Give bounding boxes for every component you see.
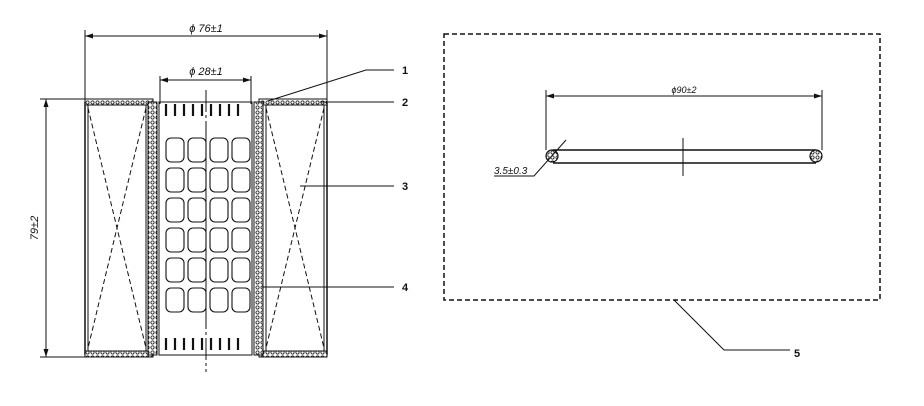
o-ring-detail-view: ϕ90±2 3.5±0.3 5 — [443, 33, 881, 360]
ring-section-right — [809, 149, 823, 163]
outer-diameter-label: ϕ 76±1 — [189, 23, 223, 35]
ring-section-dimension: 3.5±0.3 — [494, 139, 567, 177]
outer-diameter-dimension: ϕ 76±1 — [84, 23, 328, 99]
inner-diameter-label: ϕ 28±1 — [189, 66, 223, 78]
core-window — [231, 287, 251, 313]
filter-media-right — [265, 105, 325, 351]
core-window — [231, 227, 251, 253]
detail-frame — [443, 33, 881, 301]
core-window — [187, 257, 207, 283]
core-window — [187, 197, 207, 223]
core-window — [187, 227, 207, 253]
height-label: 79±2 — [29, 216, 41, 240]
leaders-left — [262, 69, 394, 288]
core-window — [209, 167, 229, 193]
core-window — [165, 167, 185, 193]
bottom-end-cap-right — [258, 350, 328, 358]
core-window — [231, 197, 251, 223]
inner-wall-right — [253, 101, 264, 356]
cartridge-section-view: ϕ 76±1 ϕ 28±1 79±2 1 2 3 — [29, 23, 409, 372]
callout-5: 5 — [794, 348, 800, 360]
inner-diameter-dimension: ϕ 28±1 — [159, 66, 252, 104]
callout-3: 3 — [402, 181, 408, 193]
core-window — [231, 257, 251, 283]
core-window — [209, 197, 229, 223]
core-window — [187, 167, 207, 193]
callout-2: 2 — [402, 97, 408, 109]
filter-media-left — [87, 105, 147, 351]
callout-4: 4 — [402, 282, 409, 294]
core-window — [231, 137, 251, 163]
ring-section-label: 3.5±0.3 — [494, 166, 528, 177]
core-window — [165, 227, 185, 253]
core-window — [165, 287, 185, 313]
core-window — [209, 287, 229, 313]
core-window — [165, 257, 185, 283]
bottom-end-cap-left — [84, 350, 154, 358]
core-window — [187, 287, 207, 313]
callout-1: 1 — [402, 65, 408, 77]
core-window — [231, 167, 251, 193]
inner-wall-left — [147, 101, 158, 356]
ring-diameter-label: ϕ90±2 — [672, 85, 697, 95]
top-end-cap-right — [258, 98, 328, 106]
core-window — [165, 197, 185, 223]
core-window — [209, 227, 229, 253]
height-dimension: 79±2 — [29, 98, 85, 358]
core-window — [209, 137, 229, 163]
top-end-cap-left — [84, 98, 154, 106]
ring-diameter-dimension: ϕ90±2 — [545, 85, 823, 150]
core-window — [187, 137, 207, 163]
core-window — [209, 257, 229, 283]
core-window — [165, 137, 185, 163]
